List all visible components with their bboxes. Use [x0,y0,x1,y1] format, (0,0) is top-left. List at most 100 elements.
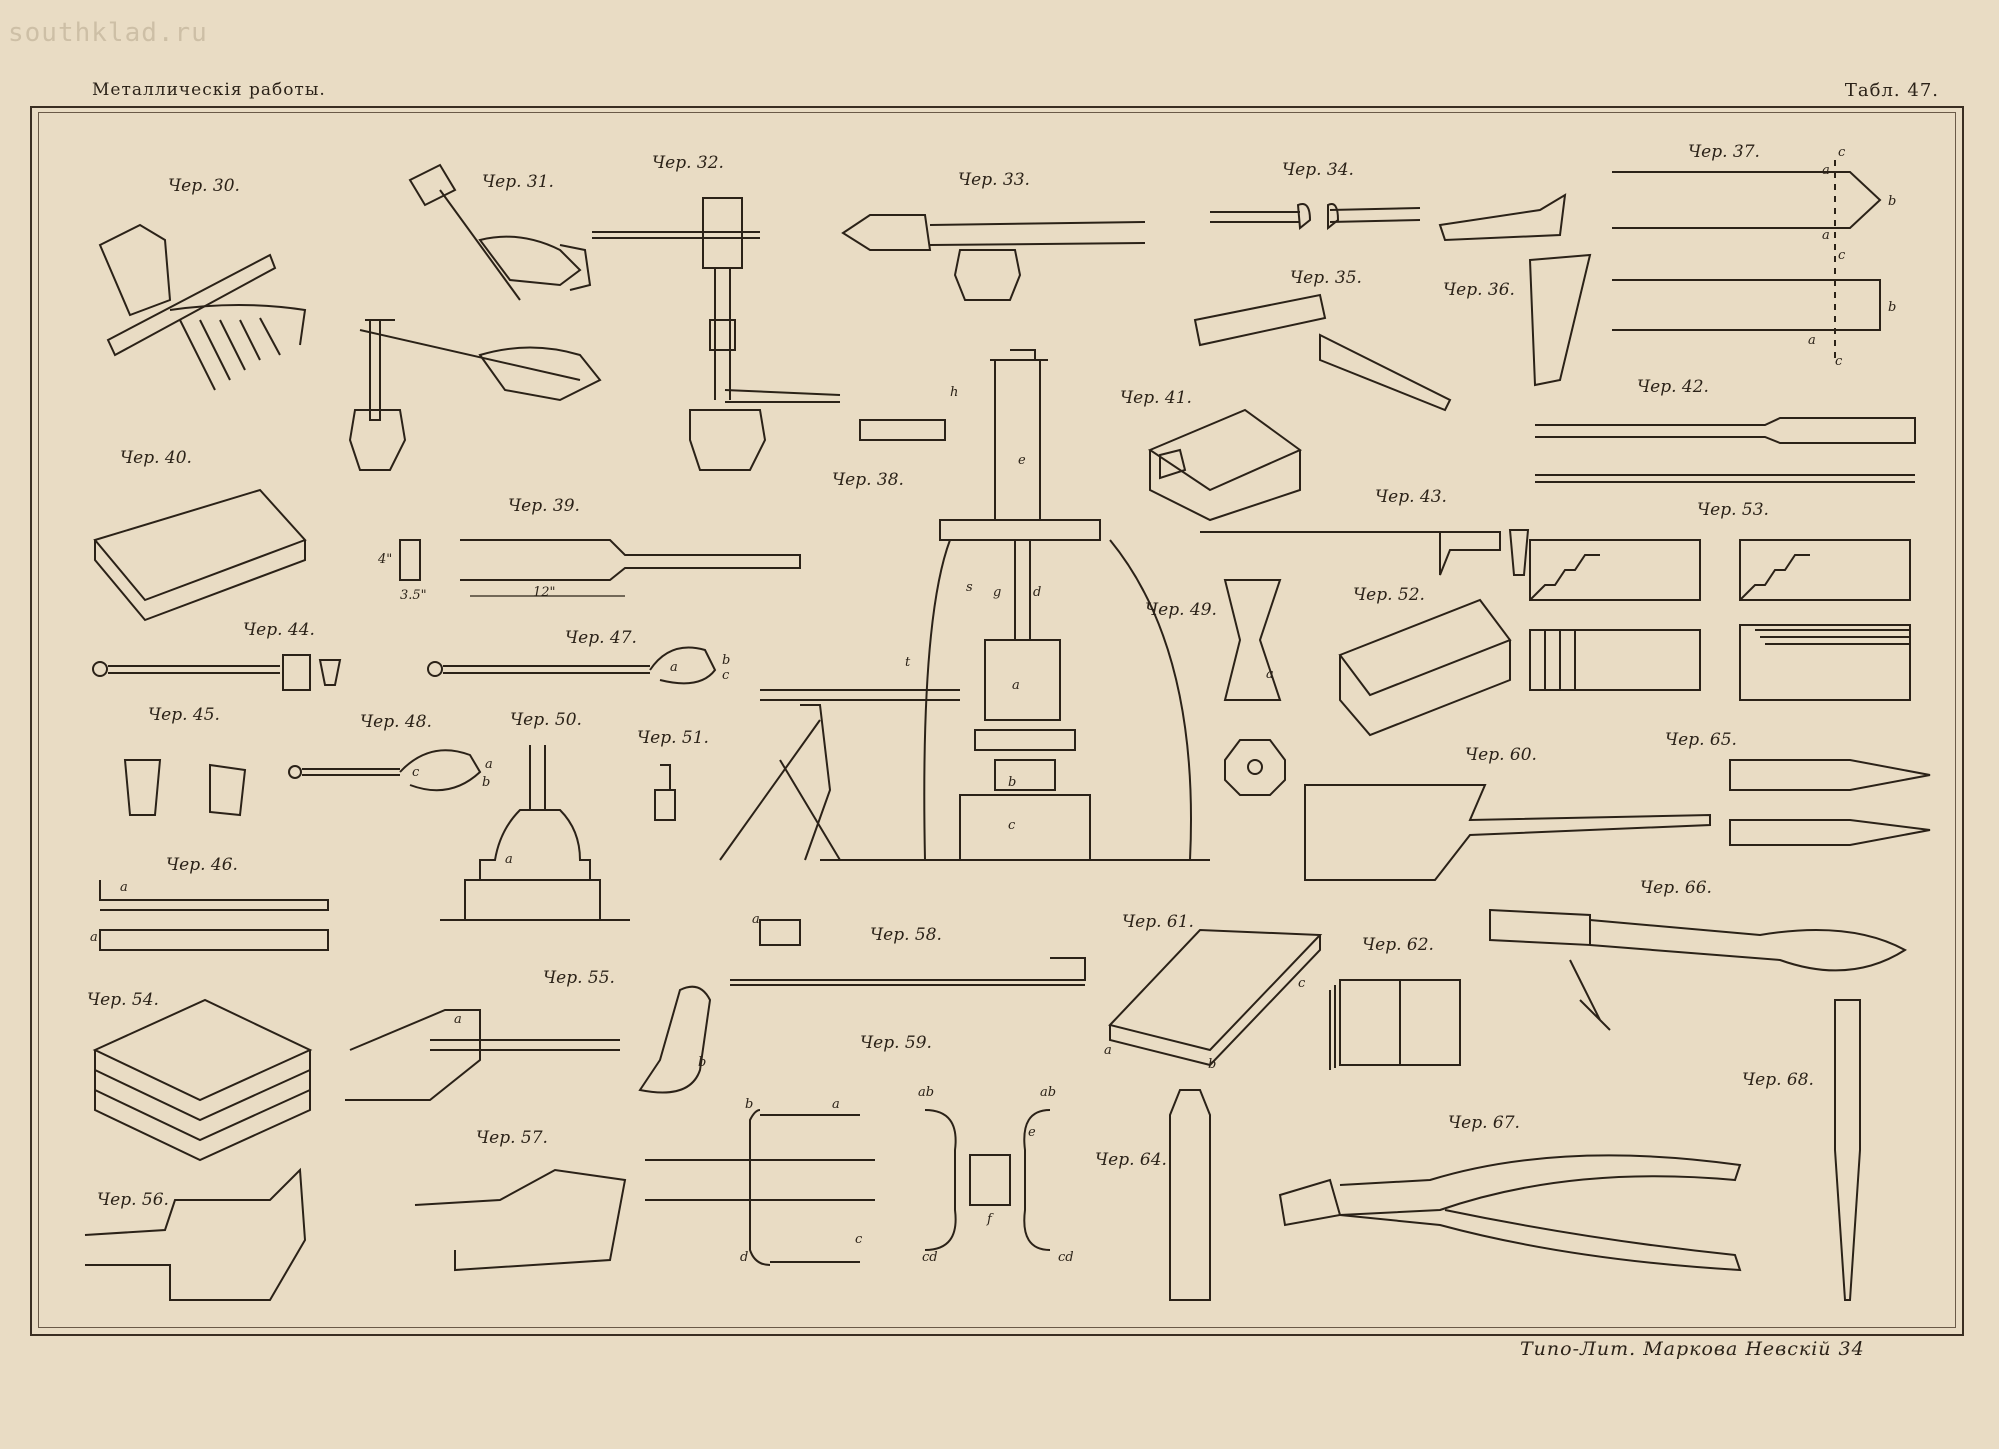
letter-a-fig49: a [1266,667,1274,682]
figure-64-label: Чер. 64. [1095,1150,1167,1170]
figure-53-label: Чер. 53. [1697,500,1769,520]
figure-60-drawing [1304,784,1711,881]
dimension-12in: 12" [533,585,556,600]
figure-44-drawing [92,654,342,691]
figure-40-label: Чер. 40. [120,448,192,468]
dimension-4in: 4" [378,552,393,567]
figure-32-label: Чер. 32. [652,153,724,173]
figure-38-drawing [719,349,1210,861]
letter-a-fig37-bottom: a [1808,333,1816,348]
letter-c-fig48: c [412,765,420,780]
figure-52-label: Чер. 52. [1353,585,1425,605]
figure-33-drawing [841,214,1146,301]
plate-frame-inner [38,112,1956,1328]
letter-a-fig46-bottom: a [90,930,98,945]
figure-52-drawing [1338,598,1512,737]
figure-47-48-drawing [288,646,717,792]
figure-60-label: Чер. 60. [1465,745,1537,765]
plate-title: Металлическія работы. [92,80,326,100]
letter-c-fig38: c [1008,818,1016,833]
figure-30-label: Чер. 30. [168,176,240,196]
figure-30-drawing [98,223,307,391]
figure-65-label: Чер. 65. [1665,730,1737,750]
figure-41-drawing [1147,408,1302,522]
letter-a-fig46-top: a [120,880,128,895]
figure-59-drawing [645,1109,1051,1266]
letter-b-fig48: b [482,775,491,790]
letter-e-fig59: e [1028,1125,1036,1140]
figure-58-drawing [730,919,1086,986]
printer-imprint: Типо-Лит. Маркова Невскій 34 [1520,1338,1865,1360]
figure-47-label: Чер. 47. [565,628,637,648]
figure-48-label: Чер. 48. [360,712,432,732]
letter-c-fig61: c [1298,976,1306,991]
figure-50-51-drawing [440,745,676,921]
letter-e-fig38: e [1018,453,1026,468]
figure-65-drawing [1729,759,1931,846]
figure-34-36-drawing [1193,193,1592,412]
figure-45-drawing [123,759,247,817]
letter-b-fig37-bottom: b [1888,300,1897,315]
figure-68-label: Чер. 68. [1742,1070,1814,1090]
figure-62-label: Чер. 62. [1362,935,1434,955]
figure-58-label: Чер. 58. [870,925,942,945]
figure-40-drawing [93,488,307,622]
figure-41-label: Чер. 41. [1120,388,1192,408]
letter-cd-fig59-right: cd [1058,1250,1074,1265]
figure-31-drawing [348,163,602,471]
letter-a-fig37-top: a [1822,163,1830,178]
figure-61-drawing [1108,928,1323,1067]
plate-number: Табл. 47. [1844,80,1939,101]
figure-50-label: Чер. 50. [510,710,582,730]
figure-37-drawing [1612,160,1882,360]
letter-a-fig59: a [832,1097,840,1112]
letter-a-fig48: a [485,757,493,772]
figure-34-label: Чер. 34. [1282,160,1354,180]
figure-37-label: Чер. 37. [1688,142,1760,162]
letter-b-fig47: b [722,653,731,668]
letter-f-fig59: f [987,1212,992,1227]
figure-35-label: Чер. 35. [1290,268,1362,288]
dimension-3-5in: 3.5" [400,588,427,603]
letter-h-fig38: h [950,385,959,400]
figure-31-label: Чер. 31. [482,172,554,192]
figure-66-label: Чер. 66. [1640,878,1712,898]
letter-d-fig38: d [1033,585,1042,600]
figure-39-drawing [399,539,801,597]
letter-ab-fig59-right: ab [1040,1085,1057,1100]
figure-68-drawing [1834,999,1861,1301]
letter-a-fig58: a [752,912,760,927]
figure-32-drawing [592,197,841,471]
figure-42-drawing [1535,417,1916,483]
letter-cd-fig59-left: cd [922,1250,938,1265]
figure-43-label: Чер. 43. [1375,487,1447,507]
figure-42-label: Чер. 42. [1637,377,1709,397]
figure-62-drawing [1329,979,1461,1070]
letter-a-fig61: a [1104,1043,1112,1058]
figure-57-label: Чер. 57. [476,1128,548,1148]
figure-36-label: Чер. 36. [1443,280,1515,300]
letter-c-fig37-bottom: c [1835,354,1843,369]
letter-b-fig37-top: b [1888,194,1897,209]
figure-64-drawing [1169,1089,1211,1301]
figure-43-drawing [1200,529,1530,576]
letter-b-fig59: b [745,1097,754,1112]
figure-44-label: Чер. 44. [243,620,315,640]
letter-c-fig37-mid: c [1838,248,1846,263]
figure-56-57-drawing [84,1167,627,1301]
letter-a-fig47: a [670,660,678,675]
figure-54-label: Чер. 54. [87,990,159,1010]
figure-38-label: Чер. 38. [832,470,904,490]
figure-49-drawing [1223,579,1286,796]
figure-56-label: Чер. 56. [97,1190,169,1210]
letter-b-fig55: b [698,1055,707,1070]
figure-39-label: Чер. 39. [508,496,580,516]
figure-46-drawing [99,880,329,951]
figure-67-label: Чер. 67. [1448,1113,1520,1133]
figure-51-label: Чер. 51. [637,728,709,748]
letter-a-fig50: a [505,852,513,867]
letter-c-fig37-top: c [1838,145,1846,160]
figure-59-label: Чер. 59. [860,1033,932,1053]
figure-61-label: Чер. 61. [1122,912,1194,932]
